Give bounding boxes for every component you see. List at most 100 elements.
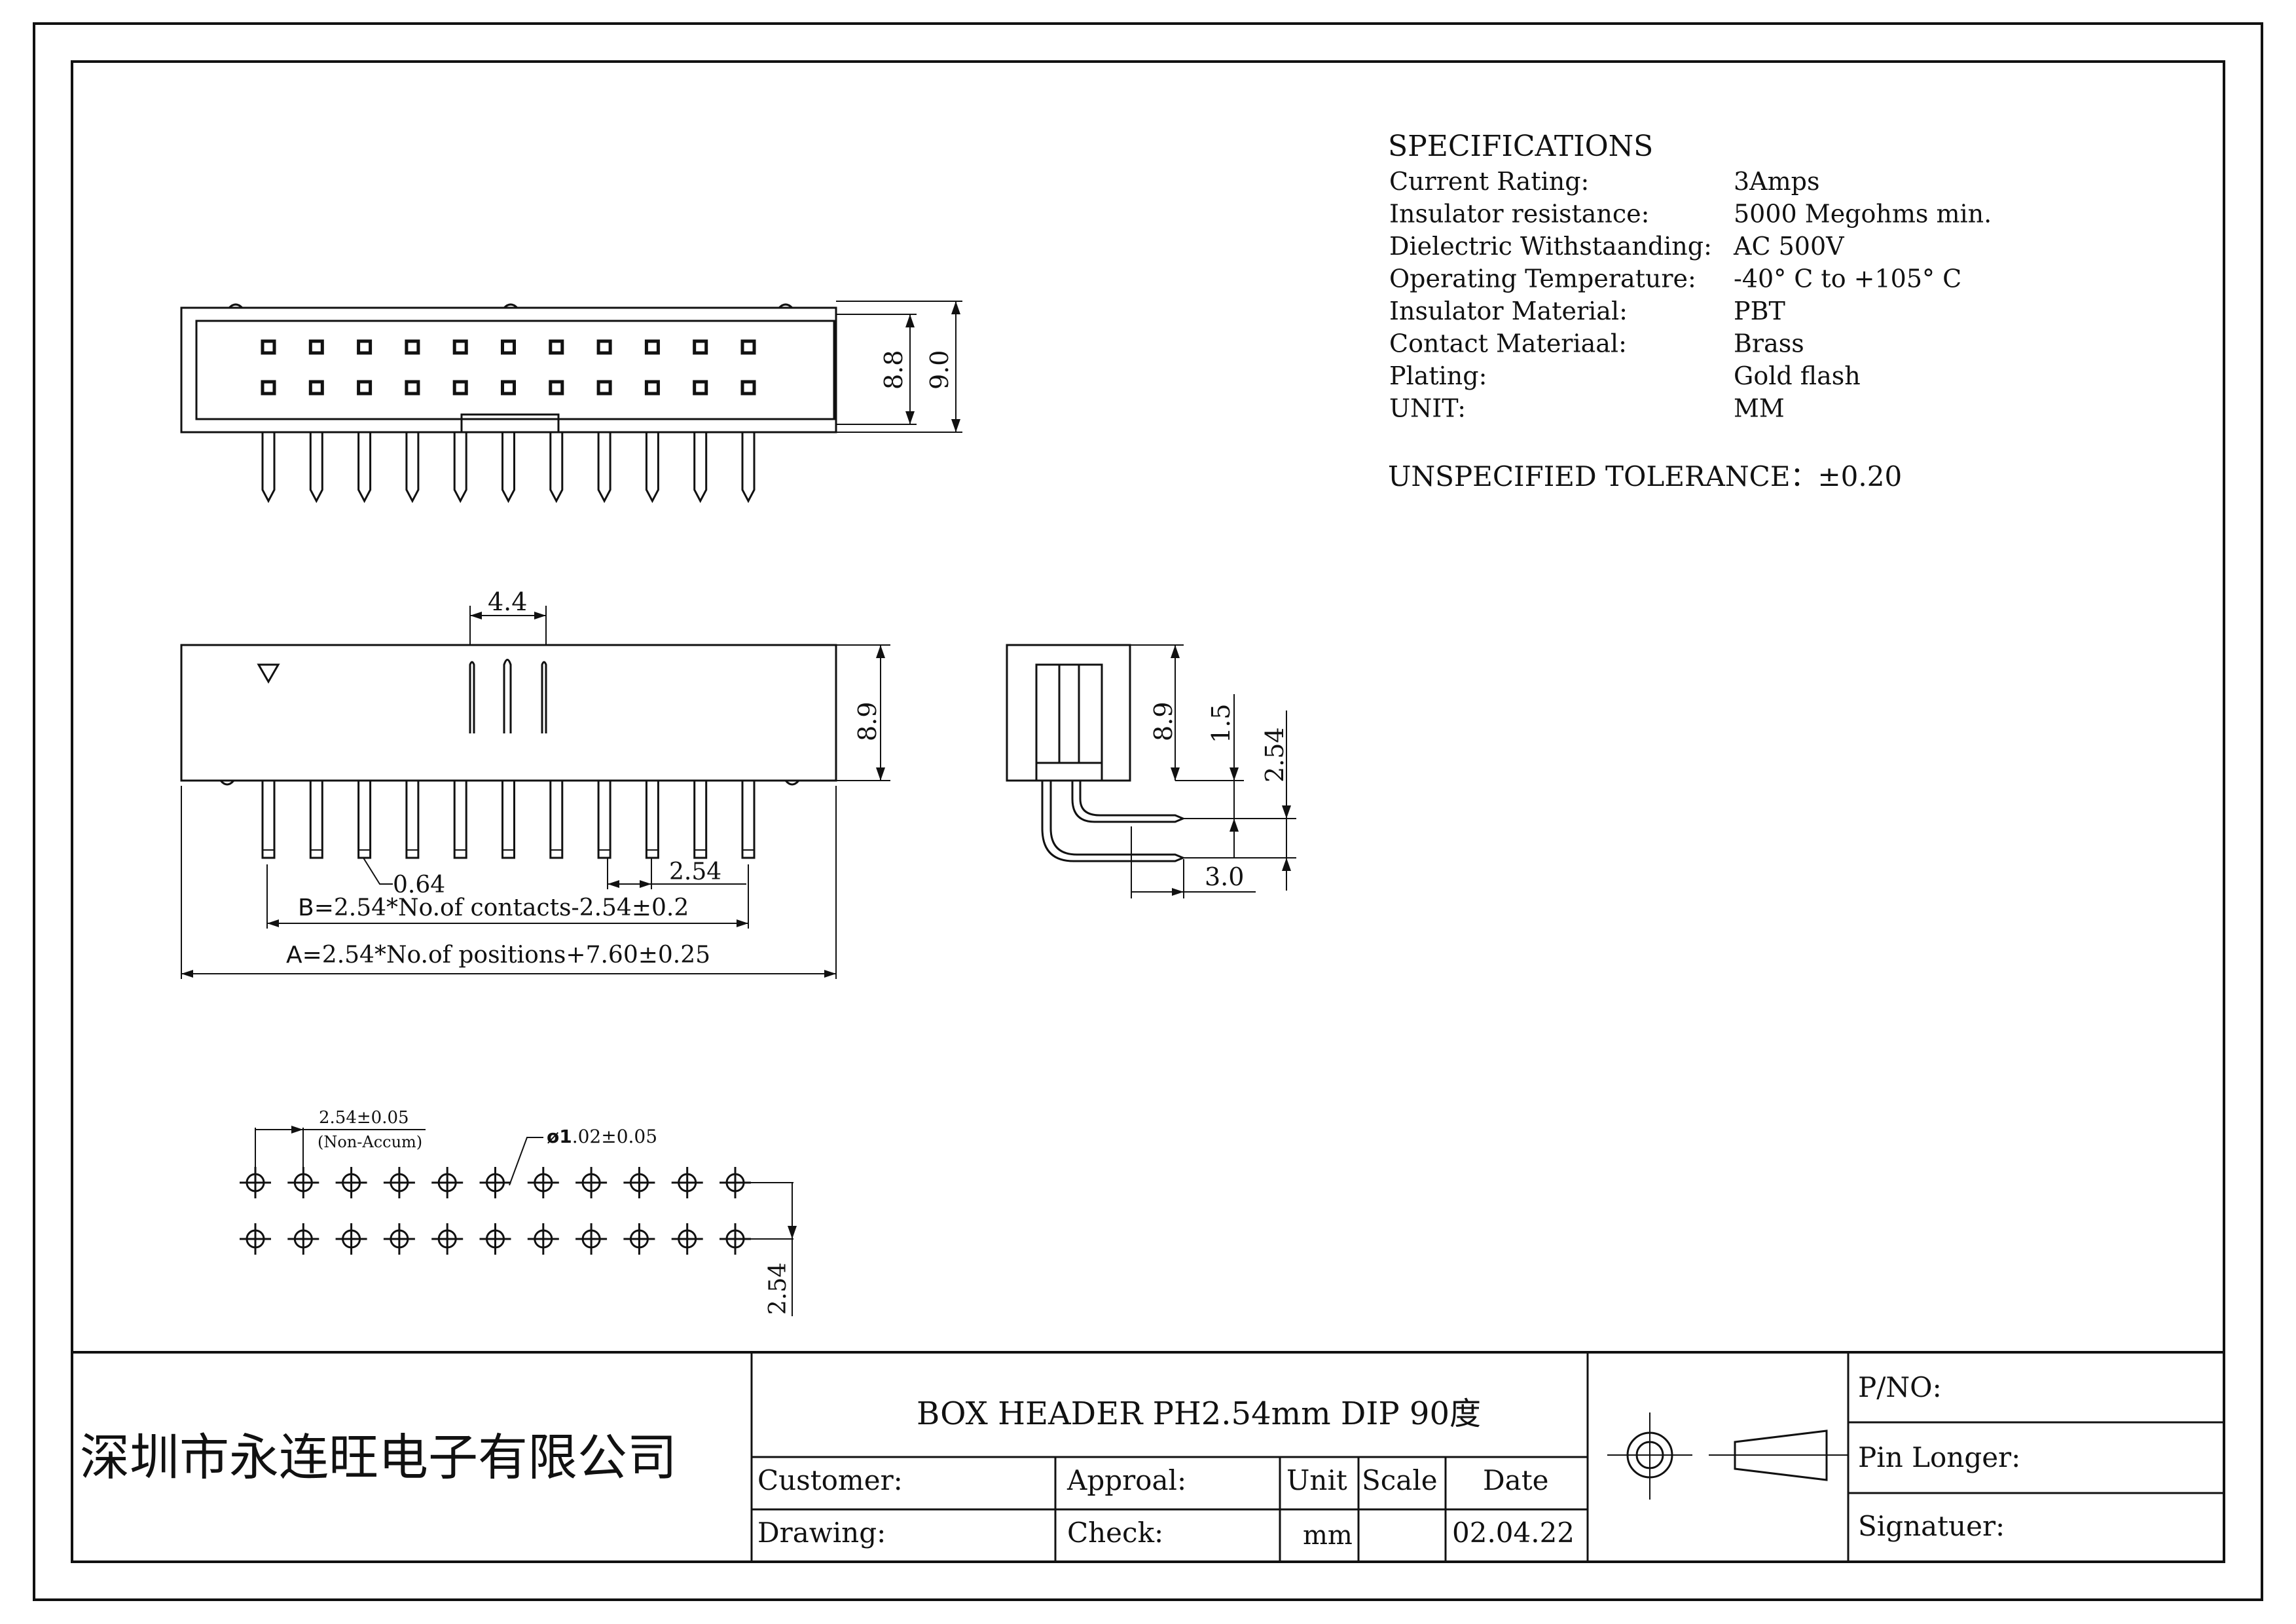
front-view-base-marks [219,779,800,786]
contact-square [549,380,564,396]
front-view-housing [180,644,837,782]
contact-square [596,380,612,396]
unit-label: Unit [1286,1464,1347,1496]
title-block: 深圳市永连旺电子有限公司 BOX HEADER PH2.54mm DIP 90度… [72,1351,2224,1562]
front-pin [501,779,515,859]
front-height-dimension: 8.9 [836,644,890,781]
top-view-pin-tails [261,432,756,504]
contact-square [452,339,468,355]
spec-value: Gold flash [1734,361,1861,390]
side-view-dimensions: 8.9 1.5 2.54 3.0 [1130,644,1296,898]
customer-label: Customer: [757,1464,903,1496]
inner-border [71,60,2225,1563]
pcb-row-pitch-dimension: 2.54 [750,1182,797,1316]
unit-value: mm [1303,1521,1353,1551]
contact-square [261,380,276,396]
pin-tail [549,432,564,504]
specifications-heading: SPECIFICATIONS [1388,130,1653,163]
side-view-insert [1035,663,1103,782]
contact-square [549,339,564,355]
pin-longer-label: Pin Longer: [1858,1441,2020,1473]
date-label: Date [1483,1464,1548,1496]
drawing-label: Drawing: [757,1517,886,1549]
dim-side-offset: 1.5 [1207,704,1235,743]
contact-square [308,339,324,355]
front-pin [309,779,323,859]
dim-top-height-inner: 8.8 [879,350,908,390]
pcb-holes [240,1167,751,1255]
spec-value: PBT [1734,297,1785,325]
spec-value: 5000 Megohms min. [1734,200,1992,229]
contact-square [644,339,660,355]
signature-label: Signatuer: [1858,1510,2005,1542]
dim-side-height: 8.9 [1149,702,1178,741]
pin-tail [357,432,372,504]
top-view-key-slot [460,413,560,434]
contact-square [357,380,373,396]
dim-pcb-pitch-note: (Non-Accum) [318,1133,422,1151]
contact-square [740,339,756,355]
pno-label: P/NO: [1858,1371,1942,1403]
top-height-dimensions: 8.8 9.0 [836,301,962,433]
contact-square [405,380,420,396]
pin-tail [261,432,276,504]
pcb-layout: 2.54±0.05 (Non-Accum) ø1.02±0.05 2.54 [240,1108,797,1316]
top-view-contacts [261,339,756,396]
front-pin [693,779,708,859]
dim-pcb-pitch: 2.54±0.05 [319,1108,409,1128]
contact-square [405,339,420,355]
pin-tail [453,432,467,504]
pin-1-marker-icon [257,663,280,684]
contact-square [357,339,373,355]
dim-key-width: 4.4 [488,587,527,616]
spec-label: Plating: [1389,361,1487,390]
pin-tail [597,432,611,504]
front-pin [597,779,611,859]
dim-pin-width: 0.64 [393,872,445,898]
dim-pcb-row-pitch: 2.54 [765,1263,792,1315]
side-view: 8.9 1.5 2.54 3.0 [1006,644,1296,898]
pin-tail [309,432,323,504]
pin-tail [741,432,756,504]
contact-square [452,380,468,396]
dim-side-pitch: 2.54 [1260,727,1289,783]
spec-label: Dielectric Withstaanding: [1389,232,1712,261]
check-label: Check: [1067,1517,1163,1549]
top-view-latch-mark [228,303,793,309]
spec-label: Insulator Material: [1389,297,1628,325]
specifications-block: SPECIFICATIONS Current Rating: 3AmpsInsul… [1388,130,1992,492]
hole-diameter-callout: ø1.02±0.05 [509,1126,657,1186]
side-view-bent-pins [1041,781,1186,862]
spec-value: Brass [1734,329,1804,358]
dim-front-height: 8.9 [853,702,882,741]
spec-value: -40° C to +105° C [1734,265,1961,293]
spec-value: AC 500V [1733,232,1844,261]
approval-label: Approal: [1066,1464,1186,1496]
front-pin [405,779,420,859]
front-view: 4.4 8.9 0.64 2.54 B=2.54*No.of contacts [180,587,890,979]
key-width-dimension: 4.4 [469,587,547,645]
pcb-pitch-dimension: 2.54±0.05 (Non-Accum) [255,1108,426,1172]
dim-top-height-outer: 9.0 [925,350,954,390]
third-angle-projection-icon [1607,1412,1848,1500]
front-pin [453,779,467,859]
pin-tail [501,432,515,504]
spec-label: Current Rating: [1389,167,1589,196]
pin-width-leader [363,857,393,885]
front-pin [741,779,756,859]
contact-square [740,380,756,396]
contact-square [693,380,708,396]
contact-square [501,339,516,355]
formula-a-label: A=2.54*No.of positions+7.60±0.25 [286,942,710,969]
spec-value: 3Amps [1734,167,1819,196]
dim-hole-diameter: ø1.02±0.05 [547,1126,657,1147]
pin-tail [645,432,659,504]
contact-square [693,339,708,355]
pitch-dimension: 2.54 [607,858,746,889]
front-view-pins [261,779,756,859]
front-pin [357,779,372,859]
drawing-title: BOX HEADER PH2.54mm DIP 90度 [917,1395,1481,1432]
spec-label: Operating Temperature: [1389,265,1696,293]
